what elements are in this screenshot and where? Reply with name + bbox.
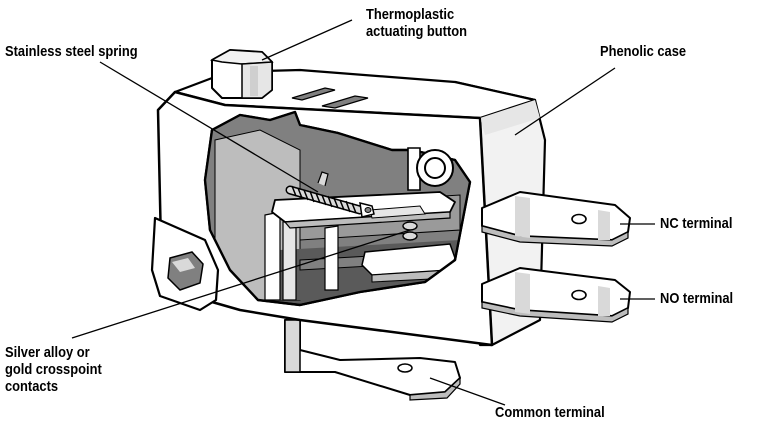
label-common-terminal: Common terminal [495, 404, 605, 421]
left-mounting-tab [150, 216, 220, 312]
nc-terminal [481, 191, 631, 247]
nc-terminal-hole [571, 213, 587, 225]
case-mounting-hole [416, 149, 454, 187]
label-actuating-button-line1: Thermoplastic [366, 6, 455, 23]
leader-common-terminal [429, 377, 506, 406]
spring [285, 171, 375, 218]
label-contacts-line1: Silver alloy or [5, 344, 90, 361]
leader-actuating-button [261, 19, 353, 61]
leader-contacts [71, 229, 411, 339]
common-terminal-hole [397, 363, 413, 373]
no-terminal-hole [571, 289, 587, 301]
leader-spring [99, 61, 319, 193]
case-top-slots [291, 87, 369, 109]
label-spring: Stainless steel spring [5, 43, 138, 60]
actuating-button [209, 49, 274, 99]
label-contacts-line2: gold crosspoint [5, 361, 102, 378]
leader-lines [71, 19, 655, 406]
label-case: Phenolic case [600, 43, 687, 60]
label-actuating-button-line2: actuating button [366, 23, 468, 40]
common-terminal [284, 319, 461, 401]
leader-case [514, 67, 616, 136]
crosspoint-contacts [402, 221, 418, 241]
no-terminal [481, 267, 631, 323]
label-no-terminal: NO terminal [660, 290, 734, 307]
mounting-hole [167, 251, 204, 291]
label-contacts-line3: contacts [5, 378, 59, 395]
label-nc-terminal: NC terminal [660, 215, 733, 232]
